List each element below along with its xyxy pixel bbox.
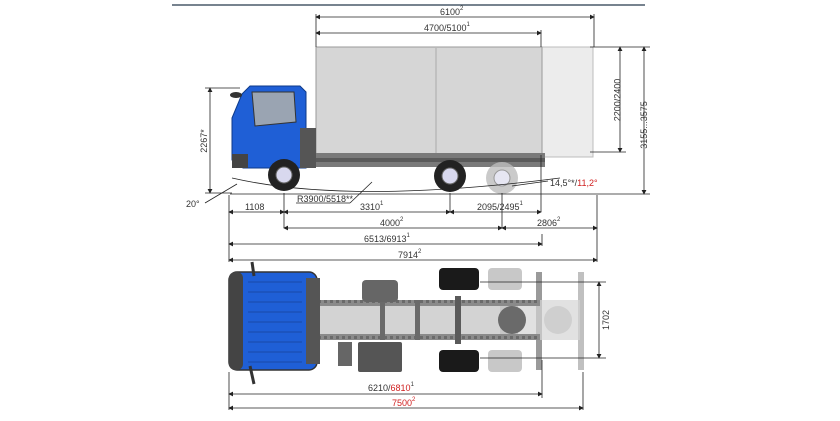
dim-front-overhang: 1108 [245,202,265,212]
plan-view-dimension-lines [228,281,606,411]
dim-overall-height: 3155...3575 [638,101,649,149]
dim-frame-width: 1702 [601,309,612,331]
dim-departure-angle: 14,5°*/11,2° [550,178,598,188]
dim-body-height: 2200/2400 [612,78,623,122]
dim-body-length: 4700/51001 [424,22,470,33]
dim-approach-angle: 20° [186,199,200,209]
dim-chassis-length-1: 6210/68101 [368,382,414,393]
dim-length-2: 79142 [398,249,422,260]
side-view-truck [230,46,594,194]
dim-turning-radius: R3900/5518** [297,194,354,204]
dim-wheelbase-2: 40002 [380,217,404,228]
dim-cab-height: 2267* [198,129,209,153]
dim-wheelbase-1: 33101 [360,201,384,212]
dim-chassis-length-2: 75002 [392,397,416,408]
dim-rear-overhang-2: 28062 [537,217,561,228]
dim-rear-overhang-1: 2095/24951 [477,201,523,212]
dim-body-total: 61002 [440,6,464,17]
plan-view-chassis [228,261,584,385]
dim-length-1: 6513/69131 [364,233,410,244]
side-view-dimension-lines [204,14,650,263]
